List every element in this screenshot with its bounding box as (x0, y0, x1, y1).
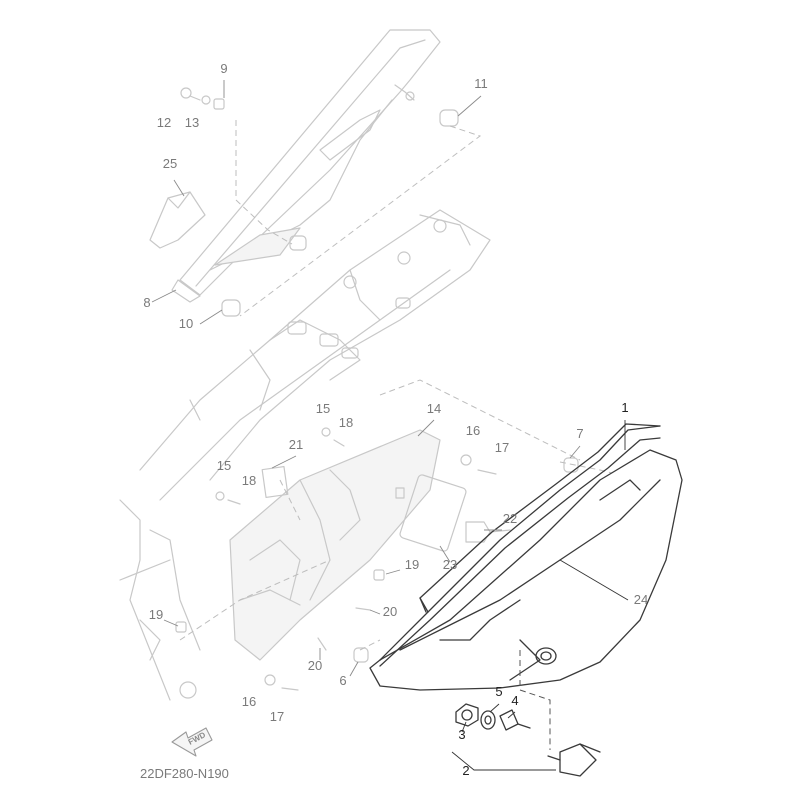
cowl-panel-25 (149, 191, 206, 249)
callout-2: 2 (462, 763, 469, 778)
callout-18: 18 (339, 415, 353, 430)
callout-5: 5 (495, 684, 502, 699)
inner-fender-14 (229, 429, 441, 661)
drawing-code: 22DF280-N190 (140, 766, 229, 781)
callout-13: 13 (185, 115, 199, 130)
callout-23: 23 (443, 557, 457, 572)
callout-18: 18 (242, 473, 256, 488)
callout-17: 17 (270, 709, 284, 724)
callout-12: 12 (157, 115, 171, 130)
callout-25: 25 (163, 156, 177, 171)
callout-10: 10 (179, 316, 193, 331)
callout-4: 4 (511, 693, 518, 708)
callout-16: 16 (242, 694, 256, 709)
guide-lines (179, 120, 641, 651)
callout-19: 19 (405, 557, 419, 572)
callout-15: 15 (217, 458, 231, 473)
callout-11: 11 (474, 76, 488, 91)
callout-9: 9 (220, 61, 227, 76)
callout-20: 20 (308, 658, 322, 673)
callout-24: 24 (634, 592, 648, 607)
callout-16: 16 (466, 423, 480, 438)
forward-arrow-icon: FWD (171, 727, 213, 757)
callout-17: 17 (495, 440, 509, 455)
leader-lines (151, 80, 629, 771)
callout-1: 1 (621, 400, 628, 415)
callout-14: 14 (427, 401, 441, 416)
upper-fasteners (180, 87, 459, 317)
callout-15: 15 (316, 401, 330, 416)
callout-3: 3 (458, 727, 465, 742)
grommet-parts (455, 650, 601, 777)
callout-22: 22 (503, 511, 517, 526)
side-cover-1 (369, 423, 683, 691)
callout-7: 7 (576, 426, 583, 441)
callout-19: 19 (149, 607, 163, 622)
rear-frame (119, 209, 491, 701)
seat-cowl-assembly (171, 29, 441, 303)
callout-21: 21 (289, 437, 303, 452)
callout-8: 8 (143, 295, 150, 310)
callout-6: 6 (339, 673, 346, 688)
callout-20: 20 (383, 604, 397, 619)
